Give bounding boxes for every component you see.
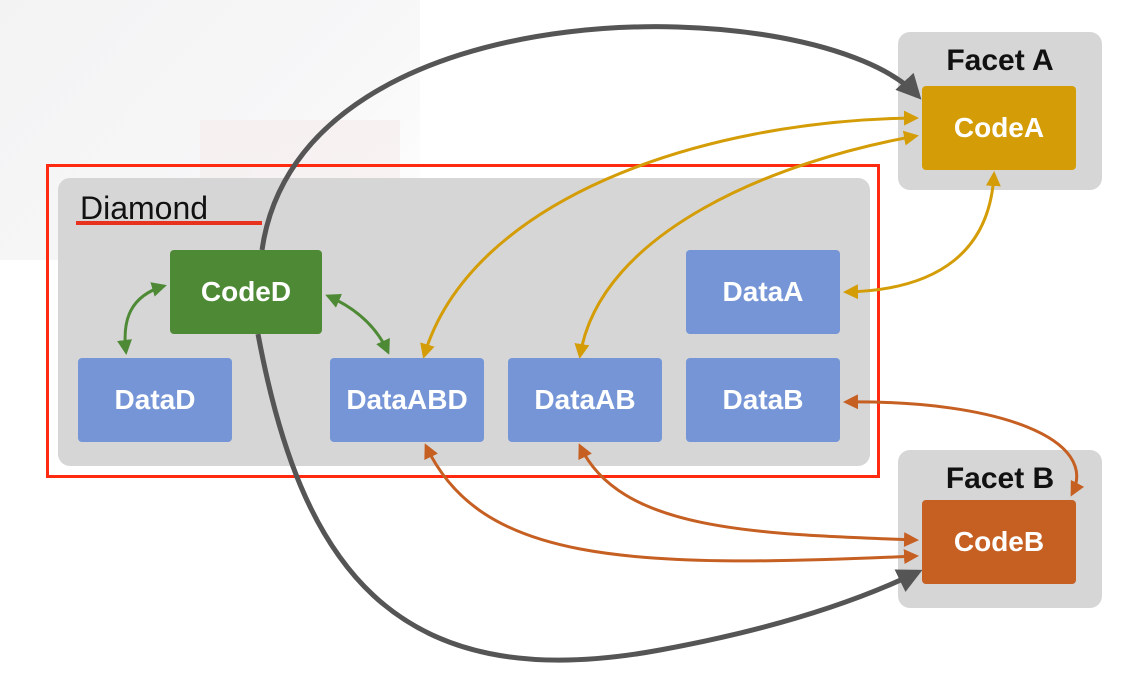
diamond-title: Diamond xyxy=(80,190,209,226)
facet-b-title: Facet B xyxy=(945,462,1055,495)
dataAB-node: DataAB xyxy=(508,358,662,442)
codeA-node: CodeA xyxy=(922,86,1076,170)
dataB-node: DataB xyxy=(686,358,840,442)
dataD-node: DataD xyxy=(78,358,232,442)
dataA-node: DataA xyxy=(686,250,840,334)
facet-a-title: Facet A xyxy=(946,44,1054,77)
codeD-node: CodeD xyxy=(170,250,322,334)
diamond-title-underline xyxy=(76,221,262,225)
dataABD-node: DataABD xyxy=(330,358,484,442)
codeB-node: CodeB xyxy=(922,500,1076,584)
